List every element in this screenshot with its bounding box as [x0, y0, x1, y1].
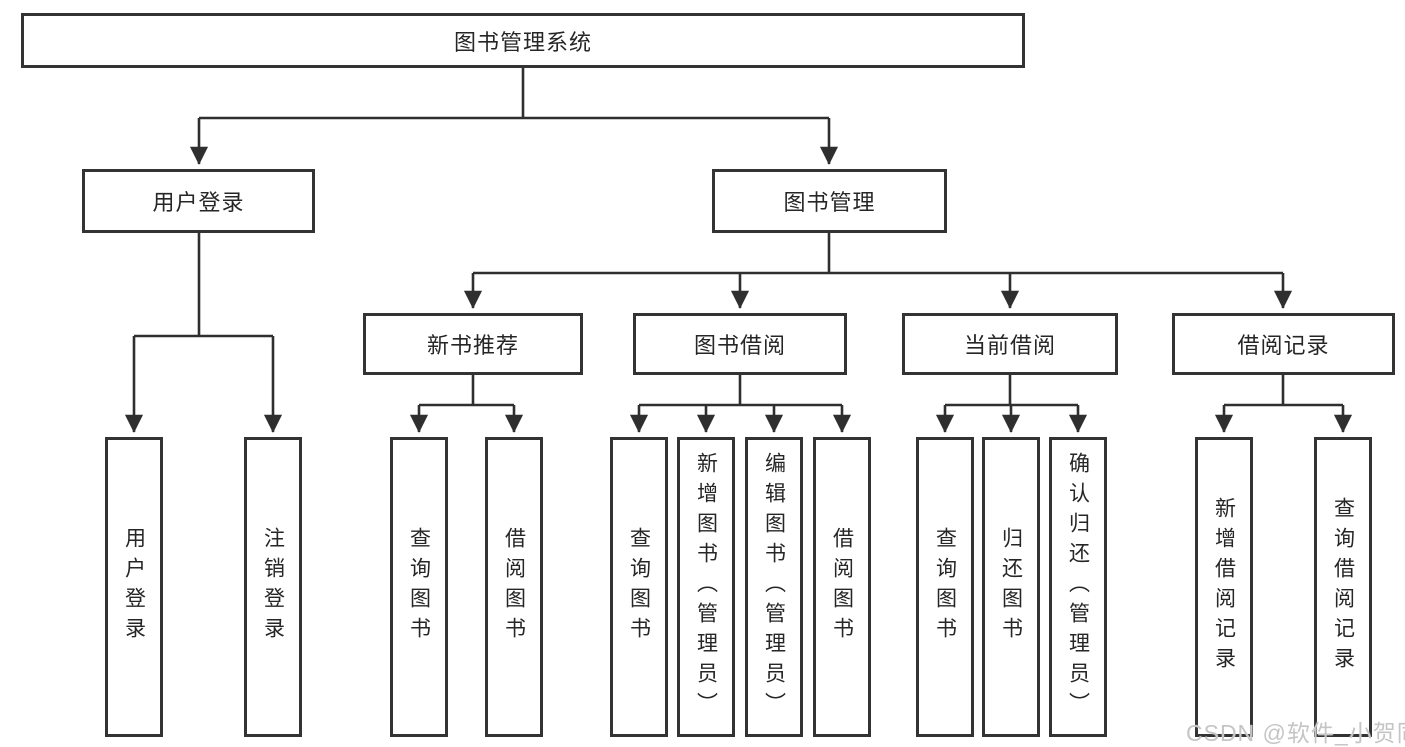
node-label: 图书管理系统 — [453, 29, 592, 55]
node-label: 图书借阅 — [693, 333, 786, 358]
leaf-label: 注销登录 — [261, 527, 285, 647]
leaf-query-books-recommend: 查询图书 — [390, 437, 448, 737]
node-label: 用户登录 — [152, 190, 245, 215]
node-label: 当前借阅 — [963, 333, 1056, 358]
leaf-return-books: 归还图书 — [982, 437, 1040, 737]
leaf-edit-books-admin: 编辑图书（管理员） — [745, 437, 803, 737]
leaf-label: 新增借阅记录 — [1212, 497, 1236, 677]
leaf-label: 归还图书 — [999, 527, 1023, 647]
leaf-label: 查询图书 — [627, 527, 651, 647]
leaf-query-books-borrowing: 查询图书 — [610, 437, 668, 737]
node-label: 借阅记录 — [1237, 333, 1330, 358]
csdn-watermark: CSDN @软件_小贺同学 — [1186, 720, 1405, 746]
leaf-label: 查询图书 — [933, 527, 957, 647]
leaf-confirm-return-admin: 确认归还（管理员） — [1049, 437, 1107, 737]
leaf-add-books-admin: 新增图书（管理员） — [677, 437, 735, 737]
leaf-add-borrow-record: 新增借阅记录 — [1195, 437, 1253, 737]
leaf-borrow-books-recommend: 借阅图书 — [485, 437, 543, 737]
node-label: 图书管理 — [783, 190, 876, 215]
leaf-query-books-current: 查询图书 — [916, 437, 974, 737]
node-label: 新书推荐 — [426, 333, 519, 358]
node-book-management: 图书管理 — [712, 169, 947, 233]
leaf-borrow-books-borrowing: 借阅图书 — [813, 437, 871, 737]
leaf-label: 新增图书（管理员） — [694, 452, 718, 722]
leaf-label: 借阅图书 — [830, 527, 854, 647]
node-current-borrowing: 当前借阅 — [902, 313, 1118, 375]
node-user-login: 用户登录 — [82, 169, 315, 233]
leaf-query-borrow-record: 查询借阅记录 — [1314, 437, 1372, 737]
leaf-label: 编辑图书（管理员） — [762, 452, 786, 722]
leaf-user-login: 用户登录 — [105, 437, 163, 737]
node-new-book-recommend: 新书推荐 — [363, 313, 583, 375]
leaf-label: 查询借阅记录 — [1331, 497, 1355, 677]
node-book-borrowing: 图书借阅 — [633, 313, 847, 375]
leaf-label: 借阅图书 — [502, 527, 526, 647]
leaf-label: 用户登录 — [122, 527, 146, 647]
node-borrowing-records: 借阅记录 — [1172, 313, 1395, 375]
node-library-management-system: 图书管理系统 — [21, 13, 1025, 68]
leaf-label: 确认归还（管理员） — [1066, 452, 1090, 722]
leaf-logout: 注销登录 — [244, 437, 302, 737]
leaf-label: 查询图书 — [407, 527, 431, 647]
